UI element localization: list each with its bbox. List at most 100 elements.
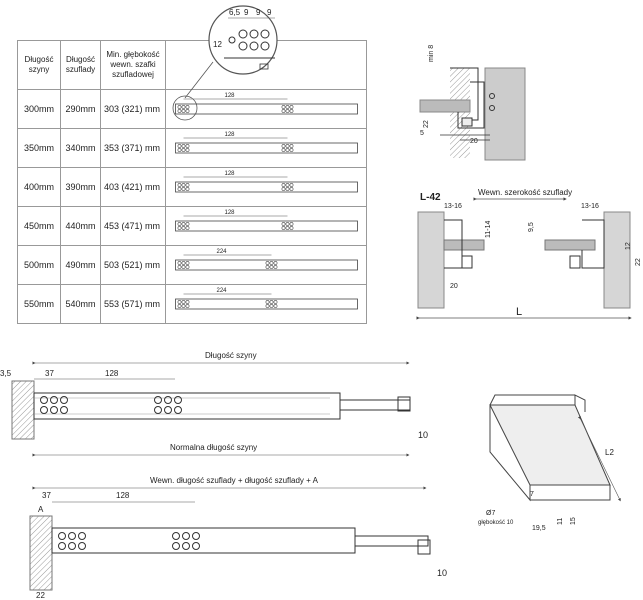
- mini-hole: [281, 144, 286, 148]
- mini-rail-body: [175, 298, 358, 310]
- svg-text:128: 128: [105, 369, 119, 378]
- mini-hole: [177, 300, 182, 304]
- svg-text:Wewn. szerokość szuflady: Wewn. szerokość szuflady: [478, 188, 572, 197]
- svg-text:19,5: 19,5: [532, 525, 546, 532]
- mini-hole: [185, 105, 190, 109]
- svg-text:9,5: 9,5: [528, 222, 535, 232]
- mini-rail-body: [175, 142, 358, 154]
- mini-hole: [281, 148, 286, 152]
- mini-dim-label: 128: [224, 210, 235, 216]
- mini-hole: [289, 226, 294, 230]
- svg-text:9: 9: [256, 8, 261, 17]
- mini-hole: [265, 261, 270, 265]
- mini-hole: [185, 144, 190, 148]
- mini-hole: [289, 105, 294, 109]
- svg-text:12: 12: [625, 242, 632, 250]
- mini-hole: [281, 109, 286, 113]
- mini-hole: [185, 300, 190, 304]
- svg-text:Długość szyny: Długość szyny: [205, 351, 257, 360]
- mini-hole: [177, 144, 182, 148]
- mini-hole: [285, 226, 290, 230]
- svg-text:A: A: [38, 505, 44, 514]
- mini-hole: [181, 148, 186, 152]
- mini-hole: [269, 300, 274, 304]
- rail-mini-diagram: [165, 245, 367, 285]
- mini-rail-body: [175, 220, 358, 232]
- mini-rail-body: [175, 181, 358, 193]
- mini-hole: [185, 226, 190, 230]
- mini-dim-label: 224: [216, 288, 227, 294]
- drawer-iso: [489, 394, 621, 502]
- svg-text:128: 128: [116, 491, 130, 500]
- mini-hole: [181, 226, 186, 230]
- svg-text:37: 37: [45, 369, 54, 378]
- mini-hole: [273, 300, 278, 304]
- rail-mini-diagram: [165, 206, 367, 246]
- mini-dim-label: 128: [224, 171, 235, 177]
- mini-hole: [177, 187, 182, 191]
- svg-text:22: 22: [36, 591, 45, 600]
- mini-dim-label: 224: [216, 249, 227, 255]
- mini-hole: [181, 300, 186, 304]
- mini-hole: [177, 105, 182, 109]
- svg-text:10: 10: [418, 430, 428, 440]
- svg-text:9: 9: [244, 8, 249, 17]
- rail-mini-diagram: [165, 89, 367, 129]
- mini-hole: [285, 187, 290, 191]
- mini-hole: [285, 222, 290, 226]
- svg-text:12: 12: [213, 40, 222, 49]
- mini-hole: [281, 183, 286, 187]
- svg-text:13-16: 13-16: [444, 203, 462, 210]
- mini-hole: [181, 105, 186, 109]
- mini-hole: [185, 304, 190, 308]
- svg-text:L-42: L-42: [420, 192, 441, 203]
- svg-text:L: L: [516, 306, 522, 318]
- mini-hole: [181, 144, 186, 148]
- rail-mini-diagram: [165, 128, 367, 168]
- mini-hole: [285, 144, 290, 148]
- mini-hole: [289, 222, 294, 226]
- mini-hole: [281, 226, 286, 230]
- mini-hole: [281, 105, 286, 109]
- mini-rail-body: [175, 259, 358, 271]
- svg-text:20: 20: [450, 283, 458, 290]
- mini-hole: [285, 183, 290, 187]
- mini-hole: [181, 183, 186, 187]
- rail-size-table: Długość szyny Długość szuflady Min. głęb…: [17, 40, 367, 324]
- mini-hole: [265, 300, 270, 304]
- svg-text:7: 7: [530, 491, 534, 498]
- svg-text:20: 20: [470, 138, 478, 145]
- svg-text:Ø7: Ø7: [486, 510, 495, 517]
- mini-hole: [273, 304, 278, 308]
- mini-hole: [285, 109, 290, 113]
- mini-hole: [177, 222, 182, 226]
- mini-hole: [185, 222, 190, 226]
- rail-mini-diagram: [165, 284, 367, 324]
- section-view: [419, 67, 526, 161]
- mini-hole: [269, 261, 274, 265]
- mini-hole: [177, 109, 182, 113]
- mini-hole: [285, 105, 290, 109]
- mini-hole: [185, 261, 190, 265]
- mini-hole: [181, 222, 186, 226]
- svg-text:6,5: 6,5: [229, 8, 241, 17]
- mini-hole: [273, 265, 278, 269]
- mini-hole: [269, 304, 274, 308]
- svg-text:13-16: 13-16: [581, 203, 599, 210]
- svg-text:10: 10: [437, 568, 447, 578]
- header-rail-length: Długość szyny: [17, 40, 61, 90]
- mini-hole: [289, 183, 294, 187]
- svg-text:11: 11: [557, 518, 564, 525]
- mini-hole: [185, 265, 190, 269]
- mini-hole: [289, 109, 294, 113]
- svg-text:11-14: 11-14: [485, 221, 492, 238]
- mini-hole: [181, 265, 186, 269]
- mini-hole: [185, 109, 190, 113]
- mini-hole: [285, 148, 290, 152]
